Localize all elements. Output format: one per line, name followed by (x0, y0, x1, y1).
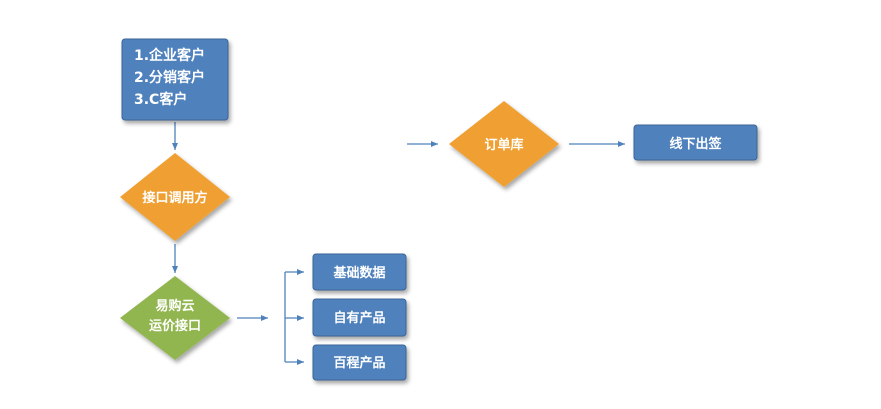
customers-line-2: 2.分销客户 (134, 69, 205, 86)
baicheng-products-box: 百程产品 (312, 344, 407, 381)
caller-diamond: 接口调用方 (120, 153, 230, 241)
yigouyun-line-1: 易购云 (155, 298, 194, 314)
basic-data-label: 基础数据 (332, 265, 385, 281)
customers-line-1: 1.企业客户 (134, 47, 205, 64)
basic-data-box: 基础数据 (312, 253, 407, 291)
offline-sign-box: 线下出签 (633, 124, 758, 161)
connectors (172, 122, 625, 365)
baicheng-products-label: 百程产品 (333, 355, 385, 371)
order-db-label: 订单库 (484, 137, 523, 153)
offline-sign-label: 线下出签 (669, 136, 722, 152)
yigouyun-diamond: 易购云 运价接口 (120, 276, 230, 360)
yigouyun-line-2: 运价接口 (149, 318, 201, 334)
customers-line-3: 3.C客户 (134, 91, 187, 108)
order-db-diamond: 订单库 (449, 101, 559, 187)
customers-box: 1.企业客户 2.分销客户 3.C客户 (121, 38, 229, 121)
caller-label: 接口调用方 (142, 190, 207, 206)
own-products-label: 自有产品 (333, 310, 385, 326)
own-products-box: 自有产品 (312, 298, 407, 337)
